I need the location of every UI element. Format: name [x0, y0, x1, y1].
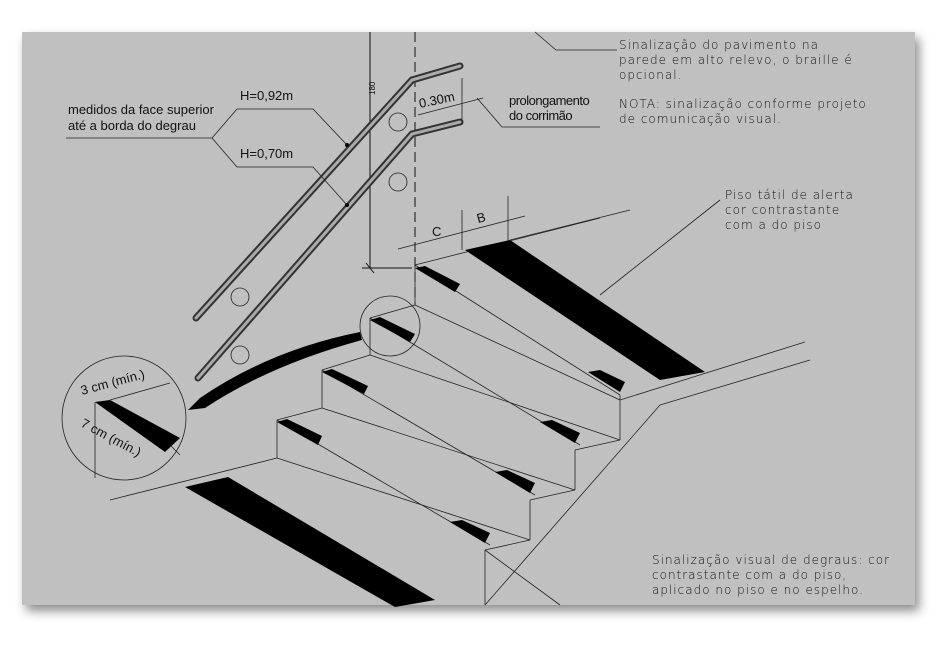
detail-arrow: [188, 332, 362, 410]
wall-sign-note-2: parede em alto relevo, o braille é: [619, 53, 853, 67]
tactile-note-3: com a do piso: [725, 218, 822, 232]
wall-sign-note-3: opcional.: [619, 68, 682, 82]
step-note-1: Sinalização visual de degraus: cor: [652, 553, 890, 567]
step-note-3: aplicado no piso e no espelho.: [652, 583, 864, 597]
extension-text-2: do corrimão: [509, 108, 572, 123]
handrail-brackets: [230, 112, 408, 365]
step-markings: [277, 266, 625, 543]
stair-outline: [109, 199, 811, 606]
wall-sign-note-1: Sinalização do pavimento na: [619, 38, 819, 52]
leader-wall-sign: [534, 31, 617, 51]
detail-magnified: 3 cm (mín.) 7 cm (mín.): [61, 355, 187, 481]
dim-c-label: C: [432, 224, 441, 239]
detail-3cm-label: 3 cm (mín.): [79, 366, 146, 398]
extension-text-1: prolongamento: [509, 93, 589, 108]
extension-dimension: [417, 97, 484, 116]
step-note-2: contrastante com a do piso,: [652, 568, 847, 582]
dim-180-label: 180: [368, 81, 377, 95]
leader-extension: [476, 97, 600, 128]
handrail-lower: [194, 118, 464, 382]
handrail-upper: [192, 62, 464, 322]
measured-from-text-2: até a borda do degrau: [68, 118, 196, 133]
drawing-sheet: [22, 32, 915, 605]
leader-h070: [211, 137, 348, 206]
detail-callout-circle: [359, 295, 421, 357]
tactile-strip-bottom: [185, 477, 435, 607]
tactile-strip-top: [465, 240, 705, 380]
h-upper-label: H=0,92m: [240, 88, 293, 103]
nota-line-1: NOTA: sinalização conforme projeto: [619, 97, 867, 111]
tactile-note-1: Piso tátil de alerta: [725, 188, 854, 202]
dim-b-label: B: [475, 209, 487, 226]
measured-from-text-1: medidos da face superior: [68, 102, 215, 117]
extension-dim-label: 0.30m: [418, 89, 456, 111]
cb-dimension-line: [397, 215, 526, 250]
leader-h092: [66, 108, 348, 146]
h-lower-label: H=0,70m: [240, 146, 293, 161]
tactile-note-2: cor contrastante: [725, 203, 840, 217]
nota-line-2: de comunicação visual.: [619, 112, 782, 126]
dimension-tick: [365, 262, 375, 274]
